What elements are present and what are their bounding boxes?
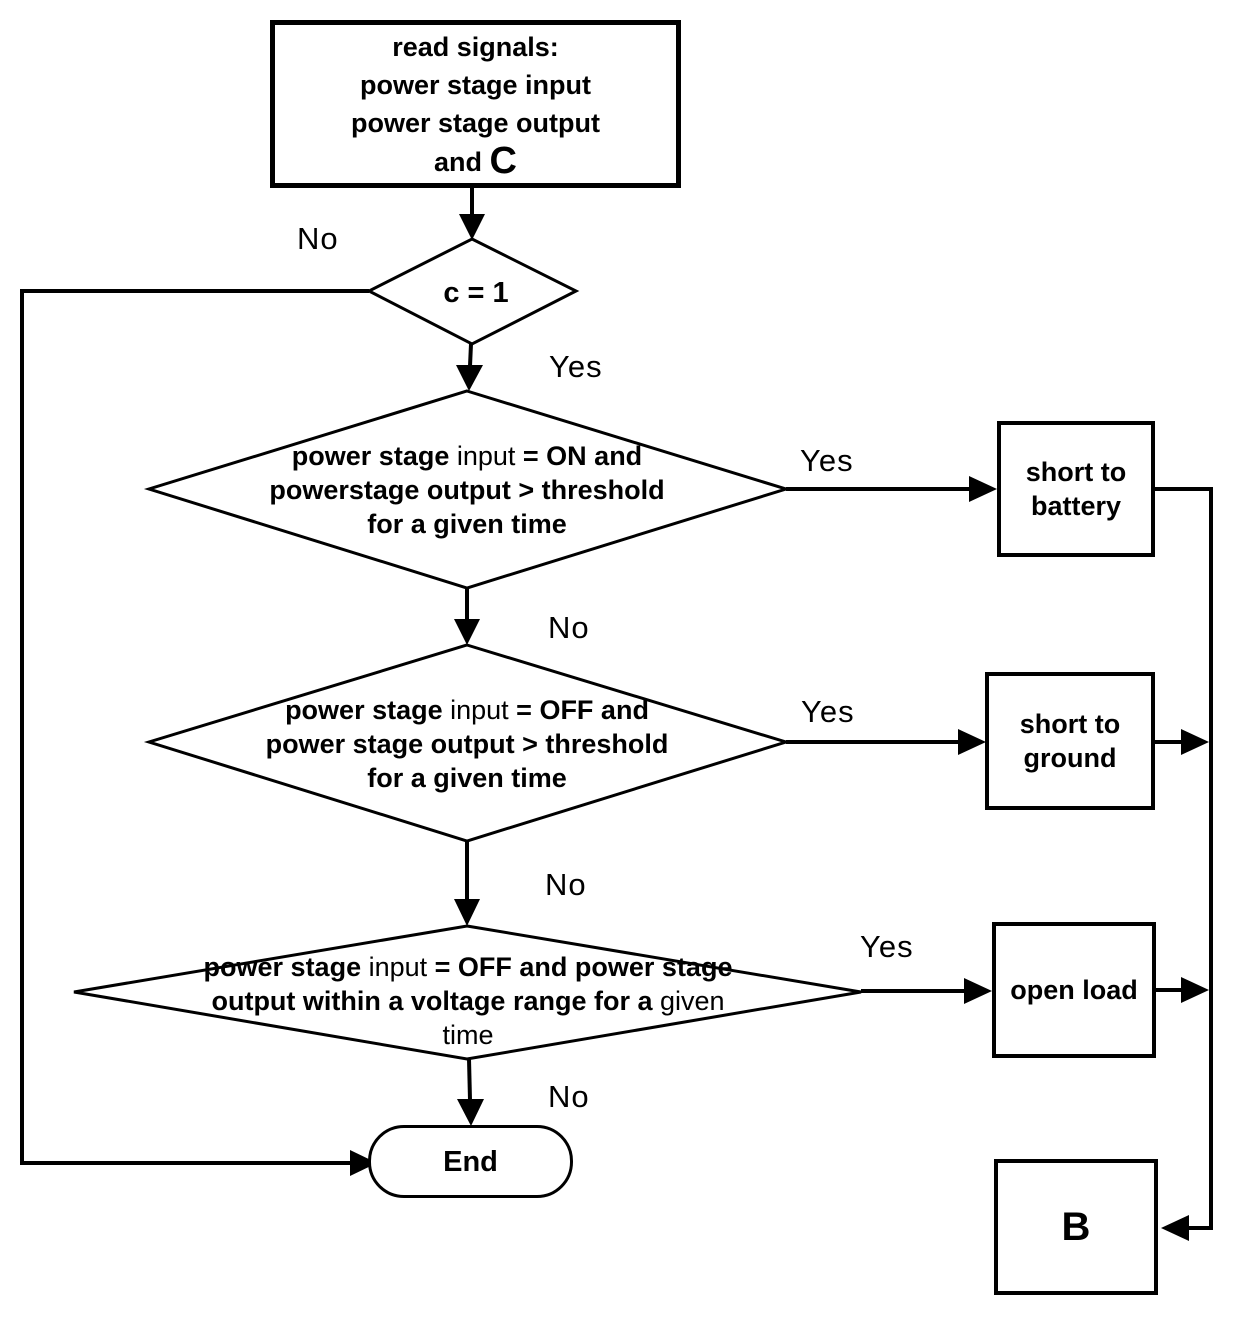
arrowhead-ground-to-rail bbox=[1181, 729, 1209, 755]
short-to-ground-line2: ground bbox=[1023, 743, 1117, 773]
edge-label-battery-yes: Yes bbox=[800, 443, 854, 478]
load-l2a: output within a voltage range for a bbox=[211, 986, 660, 1016]
short-to-ground-line1: short to bbox=[1019, 709, 1121, 739]
decision-open-load-line2: output within a voltage range for a give… bbox=[204, 984, 733, 1018]
decision-short-battery-shape bbox=[143, 389, 792, 590]
read-signals-c: C bbox=[489, 139, 517, 182]
terminator-end: End bbox=[368, 1125, 573, 1198]
decision-short-ground-line2: power stage output > threshold bbox=[265, 729, 669, 759]
open-load-label: open load bbox=[1010, 975, 1138, 1005]
decision-open-load-line1: power stage input = OFF and power stage bbox=[204, 950, 733, 984]
arrowhead-load-to-rail bbox=[1181, 977, 1209, 1003]
process-open-load: open load bbox=[992, 922, 1156, 1058]
arrowhead-c-yes bbox=[456, 365, 483, 391]
edge-rail-to-b bbox=[1153, 487, 1213, 1230]
battery-l1a: power stage bbox=[291, 441, 457, 471]
battery-l1b: input bbox=[456, 441, 516, 471]
arrowhead-into-end-left bbox=[350, 1150, 377, 1176]
edge-label-battery-no: No bbox=[548, 610, 590, 645]
end-label: End bbox=[443, 1145, 498, 1178]
process-read-signals: read signals: power stage input power st… bbox=[270, 20, 681, 188]
ground-l1a: power stage bbox=[285, 695, 451, 725]
decision-short-battery-line3: for a given time bbox=[367, 509, 567, 539]
edge-label-ground-yes: Yes bbox=[801, 694, 855, 729]
decision-c-shape bbox=[365, 237, 580, 346]
edge-c-no-rail bbox=[20, 289, 369, 1165]
decision-short-battery-line2: powerstage output > threshold bbox=[269, 475, 665, 505]
process-short-to-ground: short to ground bbox=[985, 672, 1155, 810]
arrowhead-into-b bbox=[1161, 1215, 1189, 1241]
edge-label-ground-no: No bbox=[545, 867, 587, 902]
arrowhead-into-open-load bbox=[964, 978, 992, 1004]
load-l1a: power stage bbox=[203, 952, 369, 982]
ground-l1c: = OFF and bbox=[508, 695, 649, 725]
connector-b: B bbox=[994, 1159, 1158, 1295]
edge-label-c-yes: Yes bbox=[549, 349, 603, 384]
decision-open-load-label: power stage input = OFF and power stage … bbox=[204, 950, 733, 1052]
decision-short-battery-label: power stage input = ON and powerstage ou… bbox=[269, 439, 664, 541]
read-signals-line3: power stage output bbox=[351, 107, 600, 138]
decision-short-ground-shape bbox=[143, 643, 792, 843]
load-l2b: given bbox=[659, 986, 725, 1016]
edge-label-open-load-yes: Yes bbox=[860, 929, 914, 964]
ground-l1b: input bbox=[450, 695, 509, 725]
decision-open-load-shape bbox=[73, 924, 862, 1061]
arrowhead-battery-no bbox=[454, 619, 480, 645]
battery-l1c: = ON and bbox=[515, 441, 643, 471]
arrowhead-ground-no bbox=[454, 899, 480, 926]
read-signals-line4: and C bbox=[434, 142, 517, 181]
arrowhead-into-end-top bbox=[457, 1099, 484, 1126]
edge-label-open-load-no: No bbox=[548, 1079, 590, 1114]
decision-short-ground-line3: for a given time bbox=[367, 763, 567, 793]
edge-open-load-no bbox=[467, 1058, 472, 1101]
decision-c-label: c = 1 bbox=[443, 277, 509, 309]
connector-b-label: B bbox=[1061, 1205, 1091, 1249]
edge-label-c-no: No bbox=[297, 221, 339, 256]
arrowhead-into-ground bbox=[958, 729, 986, 755]
read-signals-and: and bbox=[434, 146, 490, 177]
process-short-to-battery: short to battery bbox=[997, 421, 1155, 557]
decision-short-battery-line1: power stage input = ON and bbox=[269, 439, 664, 473]
read-signals-line1: read signals: bbox=[392, 31, 559, 62]
load-l1c: = OFF and power stage bbox=[427, 952, 733, 982]
load-l1b: input bbox=[368, 952, 428, 982]
decision-short-ground-line1: power stage input = OFF and bbox=[266, 693, 669, 727]
arrowhead-into-battery bbox=[969, 476, 997, 502]
short-to-battery-line2: battery bbox=[1030, 491, 1122, 521]
edge-c-yes bbox=[468, 343, 473, 367]
arrowhead-read-to-c bbox=[459, 214, 485, 240]
read-signals-line2: power stage input bbox=[359, 69, 592, 100]
decision-open-load-line3: time bbox=[442, 1020, 494, 1050]
decision-short-ground-label: power stage input = OFF and power stage … bbox=[266, 693, 669, 795]
short-to-battery-line1: short to bbox=[1025, 457, 1127, 487]
